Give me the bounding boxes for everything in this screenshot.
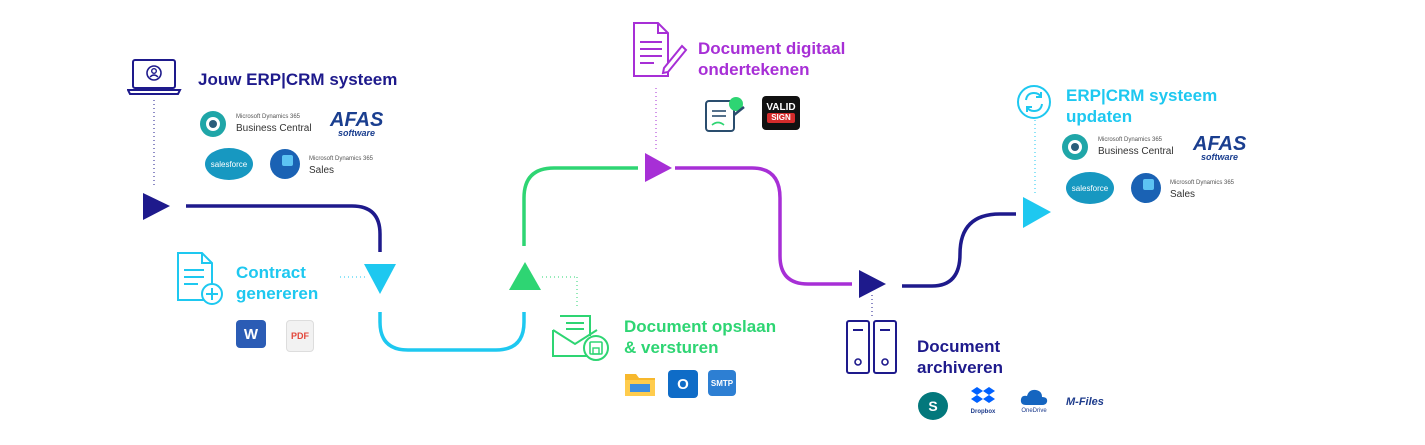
- logo-salesforce: salesforce: [205, 148, 253, 180]
- step-ondertekenen: Document digitaal ondertekenen: [630, 20, 870, 90]
- archive-marker: [859, 270, 886, 298]
- bc2-ms-label: Microsoft Dynamics 365: [1098, 137, 1163, 143]
- tablet-sign-icon: [705, 97, 745, 132]
- laptop-user-icon: [127, 59, 182, 95]
- logo-afas-2: AFAS software: [1193, 134, 1253, 164]
- onedrive-icon: [1020, 389, 1048, 405]
- sign-marker: [645, 153, 672, 182]
- business-central-icon-2: [1062, 134, 1088, 160]
- afas2-wordmark: AFAS: [1193, 133, 1247, 155]
- validsign-bottom: SIGN: [767, 113, 795, 123]
- refresh-icon: [1017, 85, 1051, 119]
- flow-line-2: [378, 312, 526, 352]
- afas-wordmark: AFAS: [330, 109, 384, 131]
- contract-marker: [364, 264, 396, 294]
- erp-title: Jouw ERP|CRM systeem: [198, 70, 398, 89]
- logo-dynamics-sales-2: Microsoft Dynamics 365 Sales: [1130, 172, 1250, 204]
- step-contract: Contract genereren: [174, 250, 334, 310]
- step-archiveren: Document archiveren: [844, 318, 1044, 378]
- logo-salesforce-2: salesforce: [1066, 172, 1114, 204]
- pdf-icon: PDF: [286, 320, 314, 352]
- dynamics-sales-icon: [270, 149, 300, 179]
- folder-icon: [625, 374, 655, 396]
- step-updaten: ERP|CRM systeem updaten: [1014, 82, 1254, 132]
- onedrive-label: OneDrive: [1021, 408, 1047, 414]
- sales2-ms-label: Microsoft Dynamics 365: [1170, 180, 1235, 186]
- mail-save-icon: [552, 315, 609, 361]
- business-central-icon: [200, 111, 226, 137]
- dropbox-logo: Dropbox: [966, 386, 1000, 422]
- document-sign-icon: [633, 22, 688, 77]
- opslaan-title: Document opslaan & versturen: [624, 317, 777, 357]
- dynamics-sales-icon-2: [1131, 173, 1161, 203]
- flow-line-1: [186, 204, 382, 252]
- validsign-top: VALID: [766, 102, 796, 113]
- smtp-icon: SMTP: [708, 370, 736, 396]
- validsign-logo: VALID SIGN: [762, 96, 800, 130]
- document-add-icon: [177, 252, 223, 305]
- bc-name-label: Business Central: [236, 123, 312, 134]
- flow-line-5: [902, 212, 1016, 288]
- archiveren-title: Document archiveren: [917, 337, 1003, 377]
- dropbox-icon: [971, 387, 995, 403]
- logo-business-central: Microsoft Dynamics 365 Business Central: [198, 109, 318, 139]
- sales2-name-label: Sales: [1170, 189, 1196, 200]
- updaten-title: ERP|CRM systeem updaten: [1066, 86, 1218, 126]
- word-icon: W: [236, 320, 266, 348]
- mfiles-logo: M-Files: [1066, 396, 1104, 408]
- start-marker: [143, 193, 170, 220]
- bc-ms-label: Microsoft Dynamics 365: [236, 114, 301, 120]
- sales-ms-label: Microsoft Dynamics 365: [309, 156, 374, 162]
- binders-icon: [846, 320, 897, 374]
- logo-afas: AFAS software: [330, 110, 390, 140]
- onedrive-logo: OneDrive: [1014, 388, 1054, 422]
- update-marker: [1023, 197, 1051, 228]
- flow-line-3: [522, 166, 638, 246]
- step-erp: Jouw ERP|CRM systeem: [127, 57, 427, 187]
- ondertekenen-title: Document digitaal ondertekenen: [698, 39, 846, 79]
- flow-line-4: [675, 166, 852, 286]
- bc2-name-label: Business Central: [1098, 146, 1174, 157]
- contract-title: Contract genereren: [236, 263, 319, 303]
- dropbox-label: Dropbox: [970, 409, 996, 415]
- sales-name-label: Sales: [309, 165, 335, 176]
- sharepoint-icon: S: [918, 392, 948, 420]
- opslaan-marker: [509, 262, 541, 290]
- logo-business-central-2: Microsoft Dynamics 365 Business Central: [1060, 132, 1180, 162]
- afas2-software-label: software: [1201, 152, 1239, 162]
- outlook-icon: O: [668, 370, 698, 398]
- step-opslaan: Document opslaan & versturen: [550, 308, 790, 368]
- afas-software-label: software: [338, 128, 376, 138]
- logo-dynamics-sales: Microsoft Dynamics 365 Sales: [269, 148, 389, 180]
